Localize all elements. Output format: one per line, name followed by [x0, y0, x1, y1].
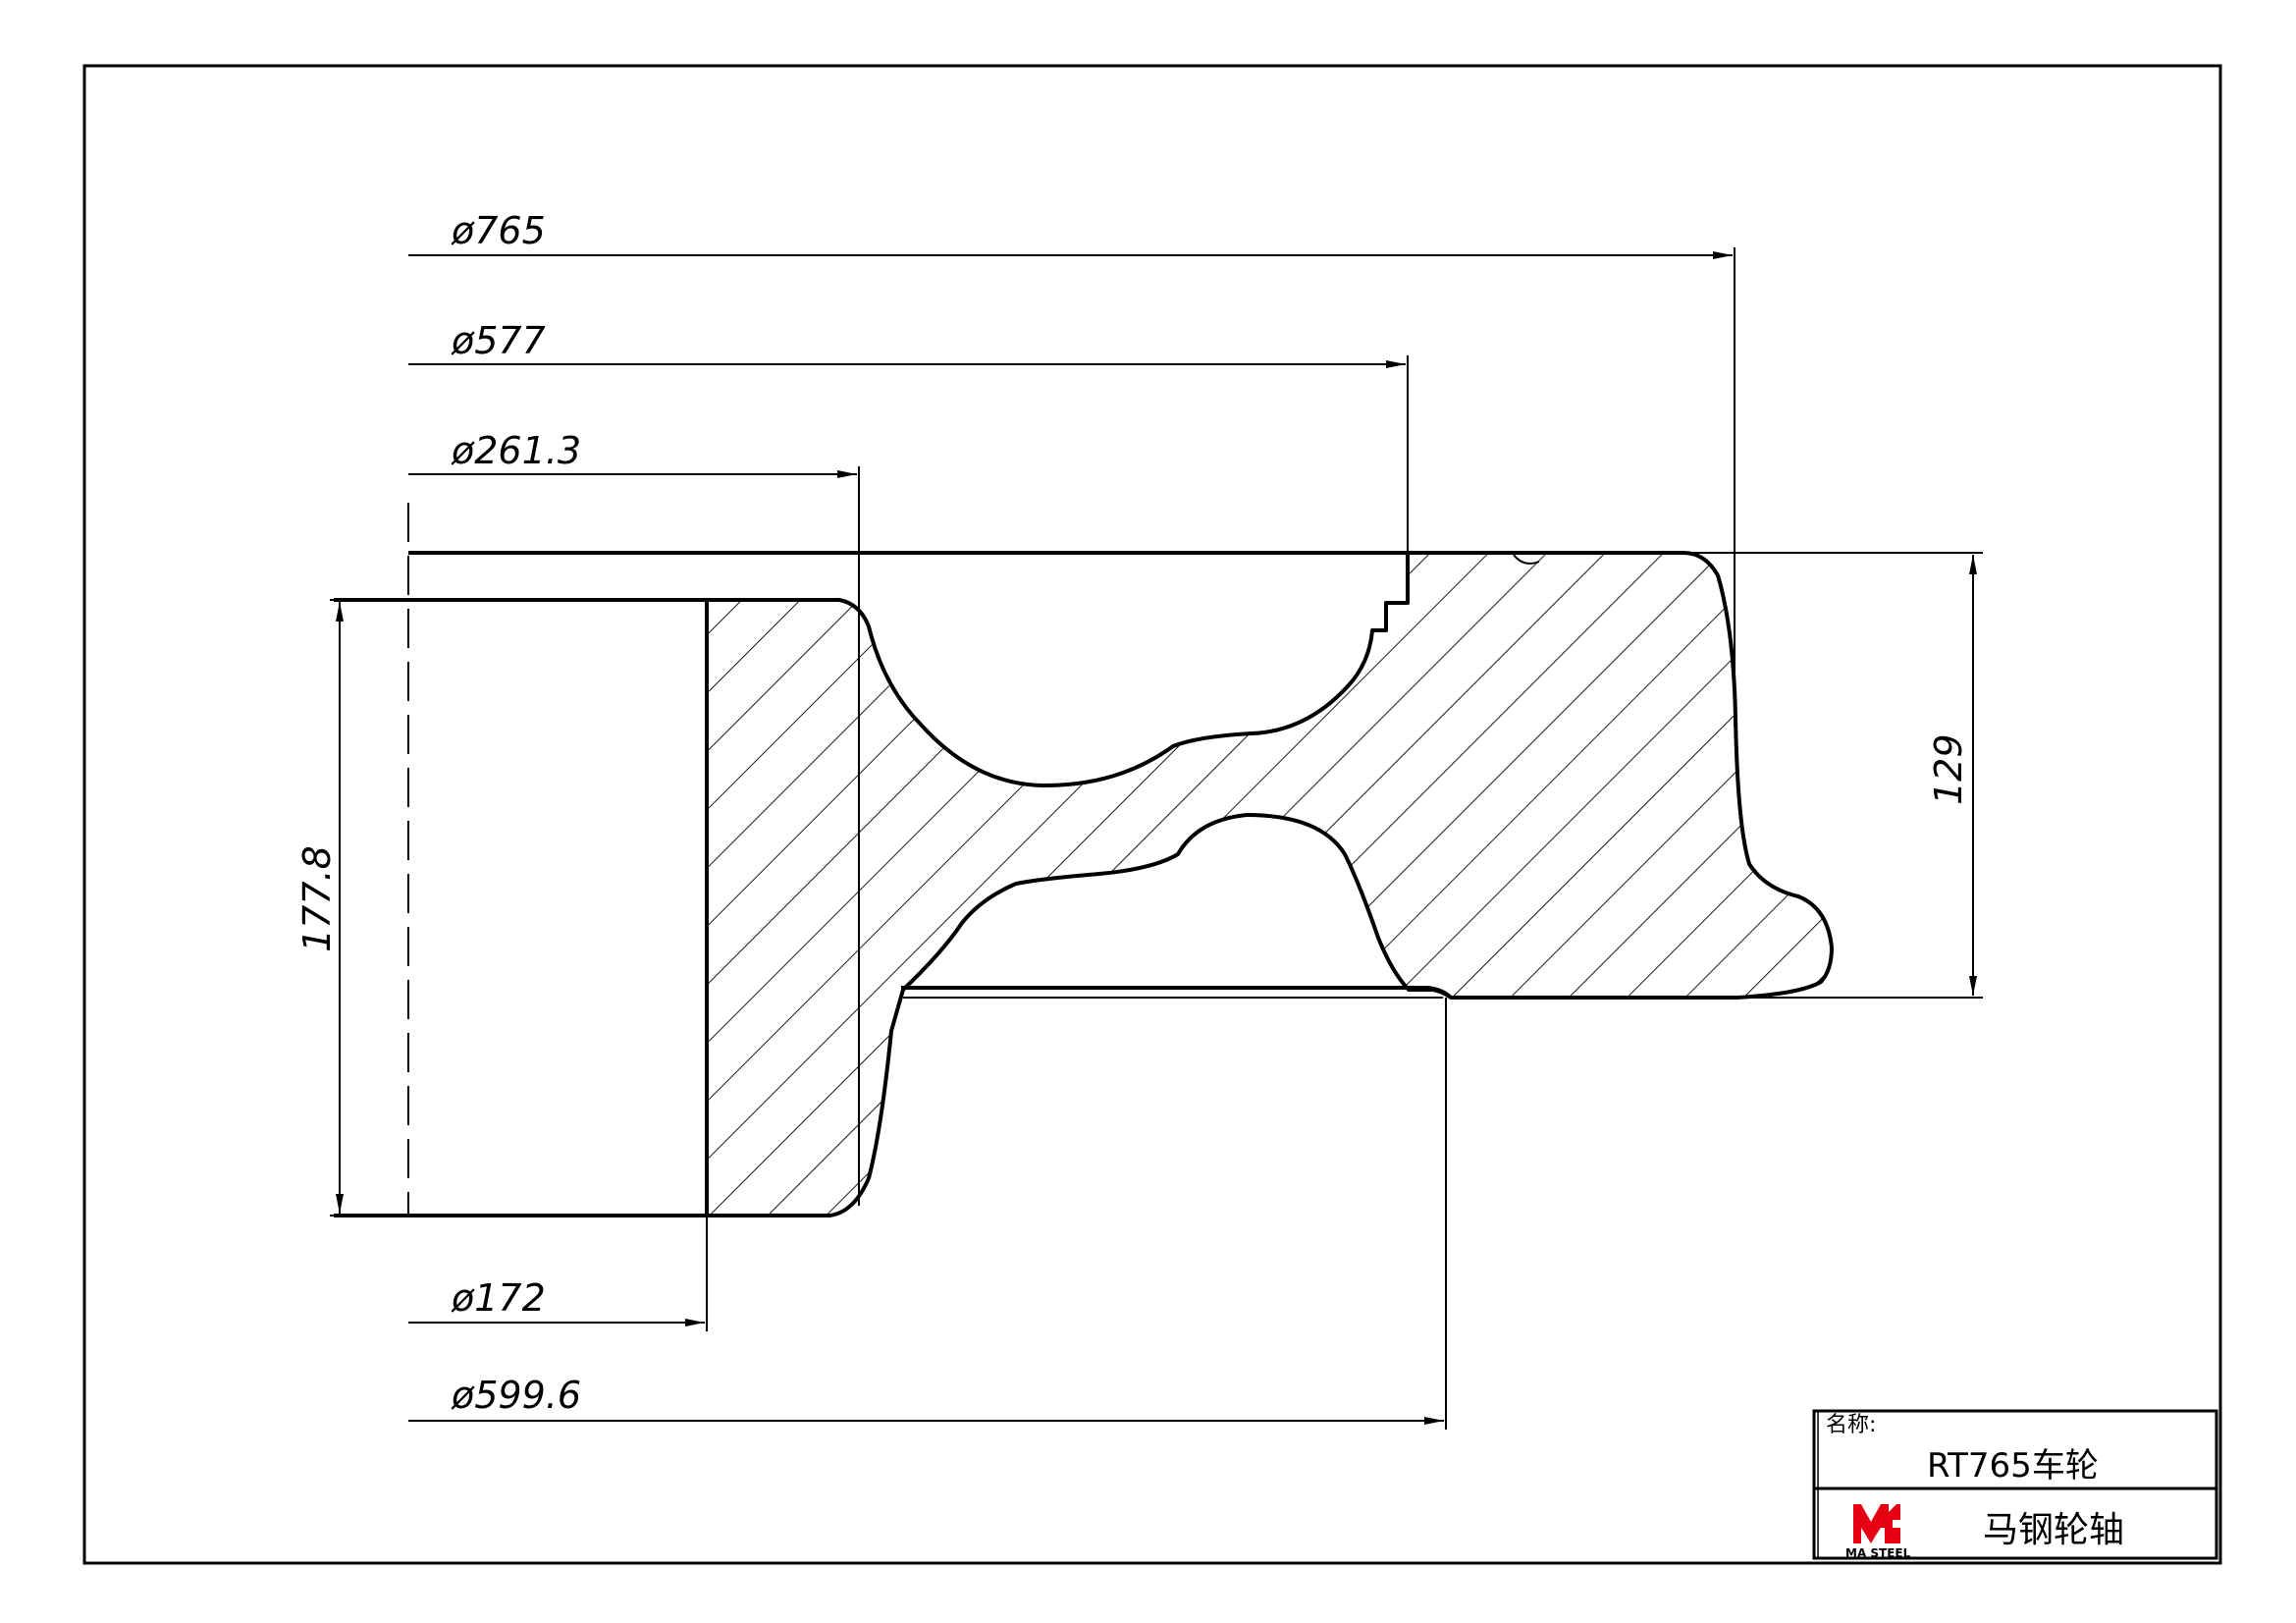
- dim-129-label: 129: [1927, 733, 1970, 805]
- hub-section: [707, 553, 1832, 1216]
- dimensions: ø765 ø577 ø261.3 ø172 ø599.6 129 177.8: [295, 209, 1983, 1430]
- dim-765-label: ø765: [451, 209, 546, 252]
- logo-m-shape: [1853, 1504, 1900, 1543]
- wheel-section: [334, 503, 1834, 1217]
- masteel-logo: MA STEEL: [1845, 1504, 1911, 1560]
- name-label: 名称:: [1826, 1413, 1876, 1437]
- drawing-frame: [82, 64, 2222, 1565]
- title-block: 名称: RT765车轮 MA STEEL 马钢轮轴: [1812, 1409, 2218, 1560]
- dim-599-label: ø599.6: [451, 1374, 581, 1417]
- dim-261-label: ø261.3: [451, 429, 581, 472]
- title-block-frame: [1812, 1409, 2218, 1560]
- company-name: 马钢轮轴: [1983, 1510, 2124, 1550]
- dim-577-label: ø577: [451, 319, 546, 362]
- part-name: RT765车轮: [1927, 1446, 2099, 1486]
- rim-step: [901, 986, 1453, 1000]
- dim-177-label: 177.8: [295, 845, 339, 952]
- rim-notch: [1513, 554, 1540, 565]
- wheel-outline: [705, 551, 1834, 1217]
- dim-172-label: ø172: [451, 1276, 546, 1320]
- logo-text: MA STEEL: [1845, 1546, 1911, 1560]
